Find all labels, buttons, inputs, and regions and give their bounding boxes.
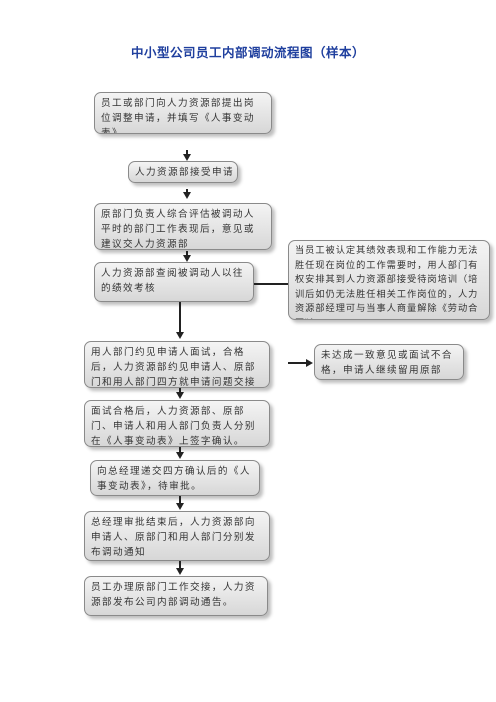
arrow-4-5-head	[176, 332, 184, 339]
arrow-5-6-head	[176, 392, 184, 399]
arrow-8-9-head	[176, 568, 184, 575]
step-1-submit-request: 员工或部门向人力资源部提出岗位调整申请，并填写《人事变动表》	[94, 92, 272, 134]
step-5-interview: 用人部门约见申请人面试，合格后，人力资源部约见申请人、原部门和用人部门四方就申请…	[84, 341, 270, 388]
connector-to-performance-note	[254, 283, 288, 285]
side-note-performance: 当员工被认定其绩效表现和工作能力无法胜任现在岗位的工作需要时，用人部门有权安排其…	[288, 240, 490, 320]
arrow-2-3-head	[183, 192, 191, 199]
step-8-gm-approval: 总经理审批结束后，人力资源部向申请人、原部门和用人部门分别发布调动通知	[84, 511, 270, 561]
step-4-hr-review-performance: 人力资源部查阅被调动人以往的绩效考核	[94, 262, 254, 302]
step-7-submit-to-gm: 向总经理递交四方确认后的《人事变动表》，待审批。	[90, 460, 260, 496]
arrow-3-4	[186, 251, 188, 256]
arrow-6-7-head	[176, 452, 184, 459]
arrow-3-4-head	[183, 255, 191, 262]
arrow-to-disagreement-note	[288, 362, 308, 364]
arrow-to-disagreement-note-head	[306, 359, 313, 367]
arrow-2-3	[186, 189, 188, 194]
step-2-hr-accept: 人力资源部接受申请	[128, 161, 238, 183]
diagram-title: 中小型公司员工内部调动流程图（样本）	[130, 45, 365, 60]
step-9-handover-announcement: 员工办理原部门工作交接，人力资源部发布公司内部调动通告。	[84, 576, 268, 616]
step-3-original-dept-evaluation: 原部门负责人综合评估被调动人平时的部门工作表现后，意见或建议交人力资源部	[94, 203, 272, 250]
step-6-sign-confirmation: 面试合格后，人力资源部、原部门、申请人和用人部门负责人分别在《人事变动表》上签字…	[84, 400, 270, 447]
arrow-6-7	[179, 447, 181, 453]
arrow-4-5	[179, 302, 181, 334]
arrow-8-9	[179, 561, 181, 569]
side-note-disagreement: 未达成一致意见或面试不合格，申请人继续留用原部门。	[314, 344, 464, 380]
arrow-1-2	[186, 150, 188, 156]
arrow-5-6	[179, 388, 181, 393]
arrow-7-8	[179, 496, 181, 504]
arrow-7-8-head	[176, 503, 184, 510]
arrow-1-2-head	[183, 154, 191, 161]
